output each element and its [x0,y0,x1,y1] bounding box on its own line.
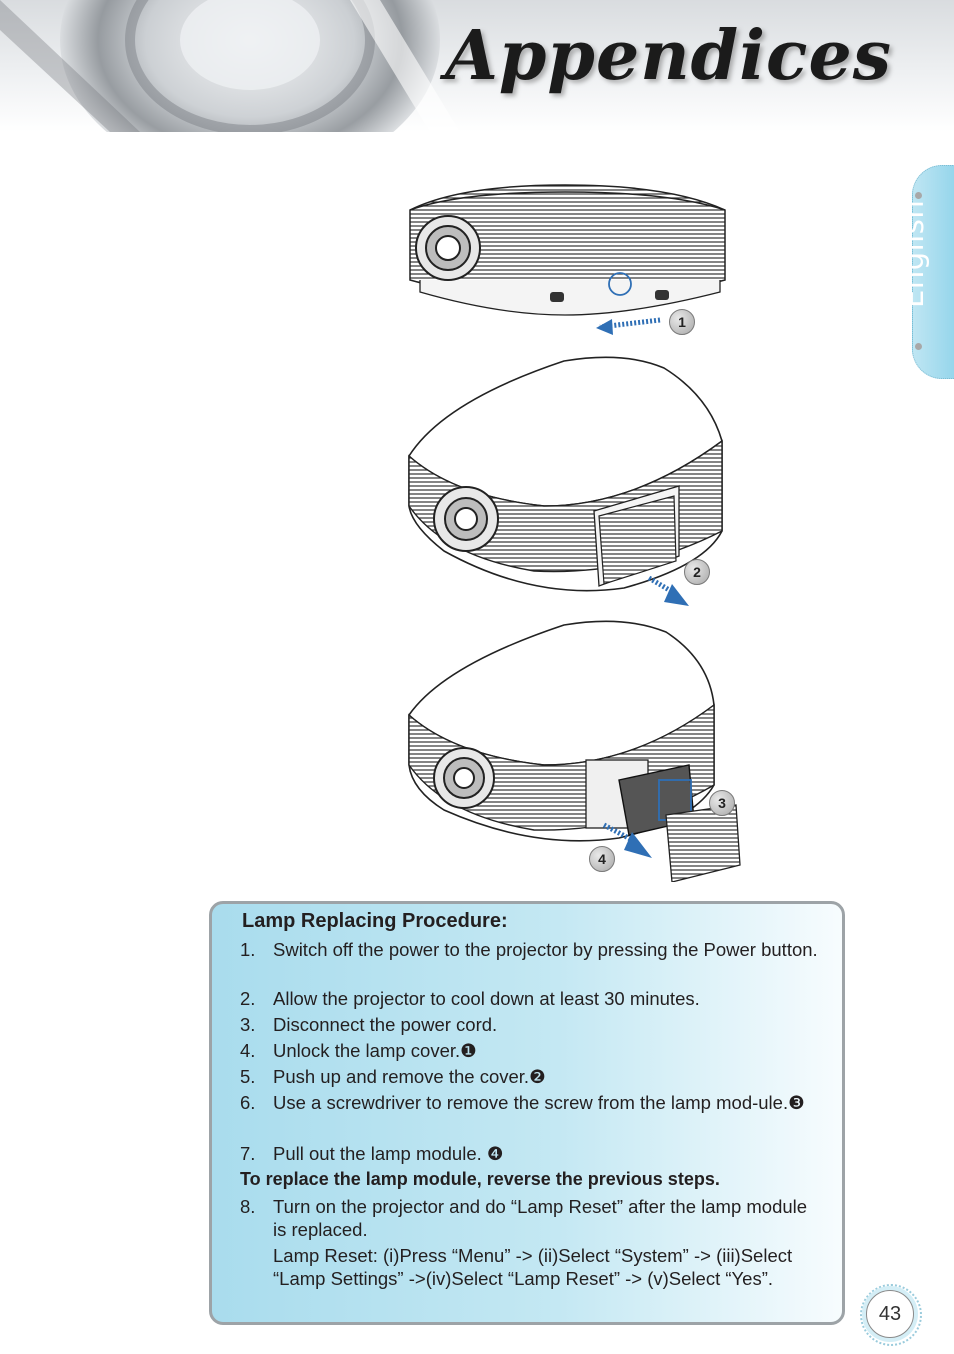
step-number: 8. [240,1196,256,1217]
procedure-title: Lamp Replacing Procedure: [242,910,508,932]
step-text: Disconnect the power cord. [273,1014,498,1035]
tab-dot-top [915,192,922,199]
step-text: Pull out the lamp module. ❹ [273,1143,504,1164]
callout-1: 1 [669,309,695,335]
page-title: Appendices [445,16,892,96]
lens-graphic [0,0,460,132]
lamp-reset-note: Lamp Reset: (i)Press “Menu” -> (ii)Selec… [273,1245,793,1289]
callout-3: 3 [709,790,735,816]
step-text: Push up and remove the cover.❷ [273,1066,546,1087]
language-label: English [896,199,930,308]
step-number: 3. [240,1014,256,1035]
page-number-ring [860,1284,922,1346]
tab-dot-bottom [915,343,922,350]
step-number: 1. [240,939,256,960]
step-number: 7. [240,1143,256,1164]
projector-figure-3 [408,620,741,882]
callout-2: 2 [684,559,710,585]
callout-4: 4 [589,846,615,872]
step-number: 2. [240,988,256,1009]
projector-figure-1 [409,184,726,335]
step-number: 4. [240,1040,256,1061]
page-number: 43 [866,1290,914,1338]
step-text: Allow the projector to cool down at leas… [273,988,700,1009]
reverse-note: To replace the lamp module, reverse the … [240,1169,720,1189]
projector-figure-2 [408,356,723,606]
step-number: 5. [240,1066,256,1087]
header-band: Appendices [0,0,954,132]
step-text: Switch off the power to the projector by… [273,939,818,960]
procedure-box: Lamp Replacing Procedure: 1. Switch off … [209,901,845,1325]
step-text: Turn on the projector and do “Lamp Reset… [273,1196,808,1240]
step-number: 6. [240,1092,256,1113]
step-text: Unlock the lamp cover.❶ [273,1040,477,1061]
step-text: Use a screwdriver to remove the screw fr… [273,1092,805,1113]
